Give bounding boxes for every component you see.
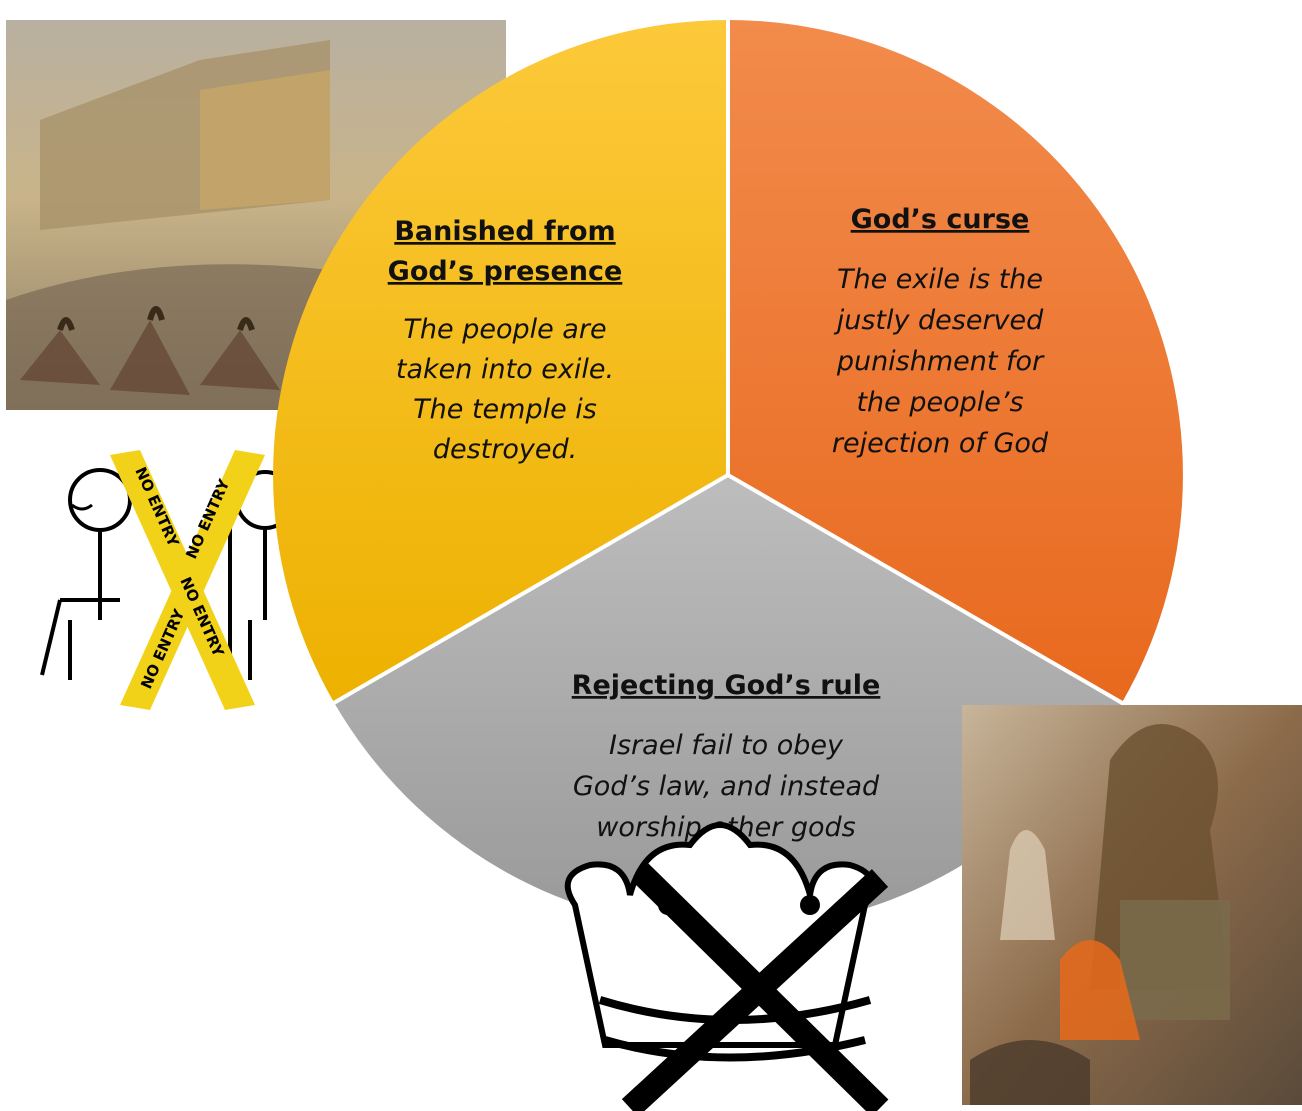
segment-rejecting	[334, 475, 1122, 930]
rejecting-body-line-2: God’s law, and instead	[573, 771, 880, 802]
banished-body-line-2: taken into exile.	[396, 354, 614, 385]
banished-text-group: Banished from God’s presence The people …	[388, 216, 623, 465]
segment-curse	[728, 20, 1183, 703]
banished-heading-line-2: God’s presence	[388, 256, 623, 287]
curse-body-line-3: punishment for	[836, 346, 1045, 377]
segment-dividers	[330, 18, 1126, 706]
cross-line-2	[621, 869, 889, 1111]
curse-body-line-2: justly deserved	[833, 305, 1044, 336]
curse-body-line-5: rejection of God	[832, 428, 1049, 459]
segment-banished	[273, 20, 728, 703]
banished-body-line-3: The temple is	[413, 394, 597, 425]
no-entry-tape-stick-figures: NO ENTRY NO ENTRY NO ENTRY NO ENTRY	[40, 450, 295, 710]
idol-worship-engraving	[962, 705, 1302, 1105]
rejecting-body-line-1: Israel fail to obey	[609, 730, 844, 761]
banished-heading-line-1: Banished from	[394, 216, 615, 247]
rejecting-heading: Rejecting God’s rule	[572, 670, 881, 701]
banished-body-line-4: destroyed.	[433, 434, 577, 465]
rejecting-text-group: Rejecting God’s rule Israel fail to obey…	[572, 670, 881, 843]
curse-heading: God’s curse	[851, 204, 1030, 235]
curse-body-line-4: the people’s	[856, 387, 1023, 418]
banished-body-line-1: The people are	[403, 314, 606, 345]
curse-body-line-1: The exile is the	[837, 264, 1043, 295]
curse-text-group: God’s curse The exile is the justly dese…	[832, 204, 1049, 459]
crossed-out-crown	[564, 822, 889, 1111]
